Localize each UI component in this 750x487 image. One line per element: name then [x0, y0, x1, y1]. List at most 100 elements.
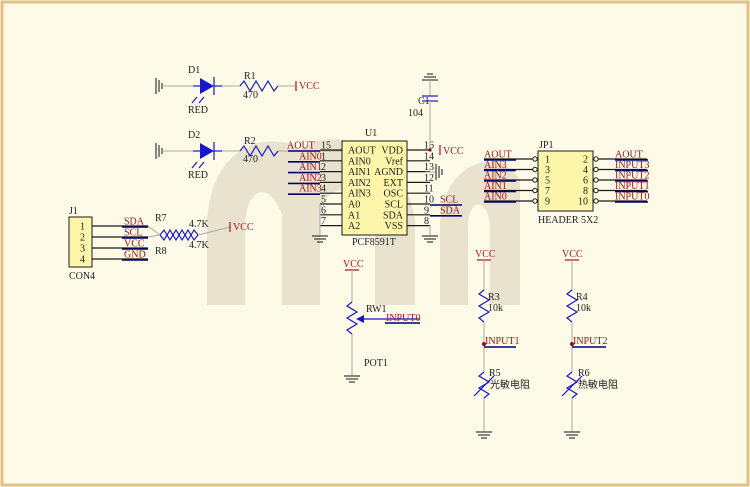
- u1-ref: U1: [365, 128, 377, 139]
- jp1-net-label: AIN0: [484, 192, 507, 203]
- u1-pin-number: 6: [321, 205, 326, 216]
- c1-ref: C1: [418, 96, 430, 107]
- r6-value: 热敏电阻: [578, 378, 618, 391]
- d1-ref: D1: [188, 65, 200, 76]
- resistor-r2: R2 470: [239, 136, 279, 165]
- u1-net-label: AIN3: [299, 184, 322, 195]
- r7-value: 4.7K: [189, 219, 210, 230]
- d2-color: RED: [188, 170, 208, 181]
- u1-pin-name: AIN3: [348, 189, 371, 200]
- u1-pin-name: Vref: [385, 156, 403, 167]
- resistor-r8: R8 4.7K: [155, 228, 210, 257]
- d2-ref: D2: [188, 130, 200, 141]
- r1-value: 470: [243, 90, 258, 101]
- ground-symbol: [344, 375, 360, 383]
- jp1-net-label: AOUT: [615, 150, 643, 161]
- u1-pin-name: AOUT: [348, 146, 376, 157]
- d2-r2-circuit: D2 RED R2 470: [155, 130, 342, 181]
- u1-pin-name: EXT: [384, 178, 403, 189]
- ic-u1: U1 PCF8591T AOUT15AOUTAIN01AIN0AIN12AIN1…: [287, 128, 462, 248]
- u1-net-label: AIN0: [299, 151, 322, 162]
- jp1-pin-number: 1: [545, 155, 550, 166]
- jp1-net-label: AIN3: [484, 160, 507, 171]
- j1-pin-number: 4: [80, 255, 85, 266]
- led-d1: D1 RED: [188, 65, 222, 116]
- u1-pin-name: VSS: [385, 221, 403, 232]
- r4-input2-label: INPUT2: [573, 336, 607, 347]
- u1-pin-name: A1: [348, 210, 360, 221]
- j1-part: CON4: [69, 271, 95, 282]
- d1-r1-circuit: D1 RED R1 470 VCC: [155, 65, 320, 116]
- r5-ref: R5: [489, 368, 501, 379]
- ground-symbol: [564, 431, 580, 439]
- r3-value: 10k: [488, 303, 503, 314]
- u1-pin-name: AIN0: [348, 156, 371, 167]
- u1-pin-name: A0: [348, 200, 360, 211]
- r8-ref: R8: [155, 246, 167, 257]
- u1-net-label: SDA: [440, 205, 461, 216]
- r4-vcc-label: VCC: [562, 249, 583, 260]
- r2-ref: R2: [244, 136, 256, 147]
- potentiometer-rw1: VCC INPUT0 RW1 POT1: [343, 259, 420, 383]
- r1-ref: R1: [244, 71, 256, 82]
- jp1-pin-number: 5: [545, 176, 550, 187]
- u1-pin-number: 9: [424, 205, 429, 216]
- j1-pin-number: 2: [80, 233, 85, 244]
- u1-pin-number: 13: [424, 162, 434, 173]
- d1-color: RED: [188, 105, 208, 116]
- u1-pin-name: SDA: [383, 210, 404, 221]
- u1-pin-number: 2: [321, 162, 326, 173]
- r3-input1-label: INPUT1: [485, 336, 519, 347]
- jp1-net-label: AOUT: [484, 150, 512, 161]
- jp1-pin-number: 10: [578, 197, 588, 208]
- rw1-vcc-label: VCC: [343, 259, 364, 270]
- ground-symbol: [312, 235, 328, 243]
- u1-pin-name: AIN1: [348, 167, 371, 178]
- r3-ref: R3: [488, 292, 500, 303]
- u1-pin-number: 15: [321, 141, 331, 152]
- thermistor-branch: VCC R4 10k INPUT2 R6 热敏电阻: [561, 249, 618, 439]
- u1-pin-number: 5: [321, 195, 326, 206]
- u1-pin-number: 3: [321, 173, 326, 184]
- jp1-ref: JP1: [539, 140, 553, 151]
- r4-value: 10k: [576, 303, 591, 314]
- u1-body: [341, 140, 408, 236]
- j1-net-label: SCL: [124, 228, 142, 239]
- jp1-pin-number: 4: [583, 165, 588, 176]
- j1-pin-number: 3: [80, 244, 85, 255]
- u1-pin-number: 4: [321, 184, 326, 195]
- r3-vcc-label: VCC: [475, 249, 496, 260]
- r2-value: 470: [243, 154, 258, 165]
- jp1-pin-number: 3: [545, 165, 550, 176]
- u1-pin-name: SCL: [385, 200, 403, 211]
- j1-vcc-label: VCC: [233, 222, 254, 233]
- ground-symbol: [422, 235, 438, 243]
- jp1-pin-number: 8: [583, 186, 588, 197]
- u1-pin-number: 14: [424, 151, 434, 162]
- j1-body: [68, 216, 93, 268]
- jp1-part: HEADER 5X2: [538, 215, 598, 226]
- u1-pin-number: 1: [321, 151, 326, 162]
- r4-ref: R4: [576, 292, 588, 303]
- rw1-value: POT1: [364, 358, 388, 369]
- u1-vcc-label: VCC: [443, 146, 464, 157]
- u1-pin-number: 8: [424, 216, 429, 227]
- jp1-net-label: AIN2: [484, 171, 507, 182]
- u1-pin-number: 11: [424, 184, 434, 195]
- u1-pin-number: 12: [424, 173, 434, 184]
- u1-net-label: AIN2: [299, 173, 322, 184]
- header-jp1: JP1 HEADER 5X2 1AOUT3AIN35AIN27AIN19AIN0…: [484, 140, 649, 226]
- jp1-net-label: AIN1: [484, 181, 507, 192]
- jp1-pin-number: 9: [545, 197, 550, 208]
- u1-pin-name: VDD: [381, 146, 403, 157]
- r1-vcc-label: VCC: [299, 81, 320, 92]
- u1-pin-name: AGND: [374, 167, 403, 178]
- u1-pin-name: AIN2: [348, 178, 371, 189]
- u1-left-pins: AOUT15AOUTAIN01AIN0AIN12AIN1AIN23AIN2AIN…: [287, 141, 376, 233]
- jp1-pin-number: 6: [583, 176, 588, 187]
- u1-net-label: AOUT: [287, 141, 315, 152]
